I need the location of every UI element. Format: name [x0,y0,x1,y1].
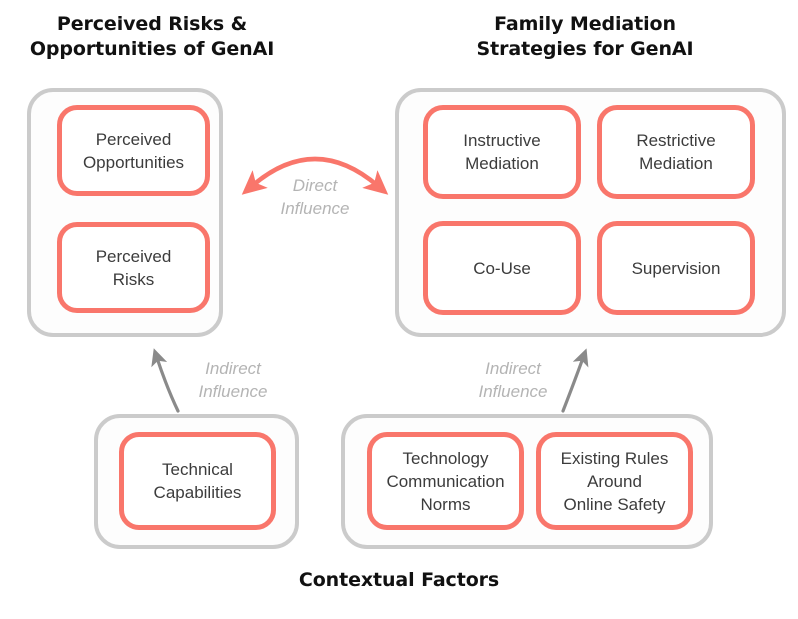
node-instructive-mediation[interactable]: Instructive Mediation [423,105,581,199]
node-existing-rules-around-online-safety[interactable]: Existing Rules Around Online Safety [536,432,693,530]
node-supervision[interactable]: Supervision [597,221,755,315]
heading-perceived-risks-opportunities: Perceived Risks & Opportunities of GenAI [29,13,275,60]
node-label: Perceived Risks [95,246,172,289]
node-label: Co-Use [473,258,531,278]
node-label: Perceived Opportunities [82,129,185,172]
arrow-indirect-influence-left [151,348,180,413]
node-label: Technical Capabilities [153,460,242,502]
node-perceived-risks[interactable]: Perceived Risks [57,222,210,313]
node-label: Restrictive Mediation [636,131,716,173]
node-technology-communication-norms[interactable]: Technology Communication Norms [367,432,524,530]
node-label: Existing Rules Around Online Safety [560,448,669,514]
node-co-use[interactable]: Co-Use [423,221,581,315]
node-label: Supervision [631,258,721,278]
node-technical-capabilities[interactable]: Technical Capabilities [119,432,276,530]
node-perceived-opportunities[interactable]: Perceived Opportunities [57,105,210,196]
heading-family-mediation-strategies: Family Mediation Strategies for GenAI [476,13,694,60]
node-label: Technology Communication Norms [386,448,505,514]
label-indirect-influence-left: Indirect Influence [198,359,268,401]
label-indirect-influence-right: Indirect Influence [478,359,548,401]
label-direct-influence: Direct Influence [280,176,350,218]
heading-contextual-factors: Contextual Factors [298,569,500,591]
node-restrictive-mediation[interactable]: Restrictive Mediation [597,105,755,199]
node-label: Instructive Mediation [463,131,541,173]
